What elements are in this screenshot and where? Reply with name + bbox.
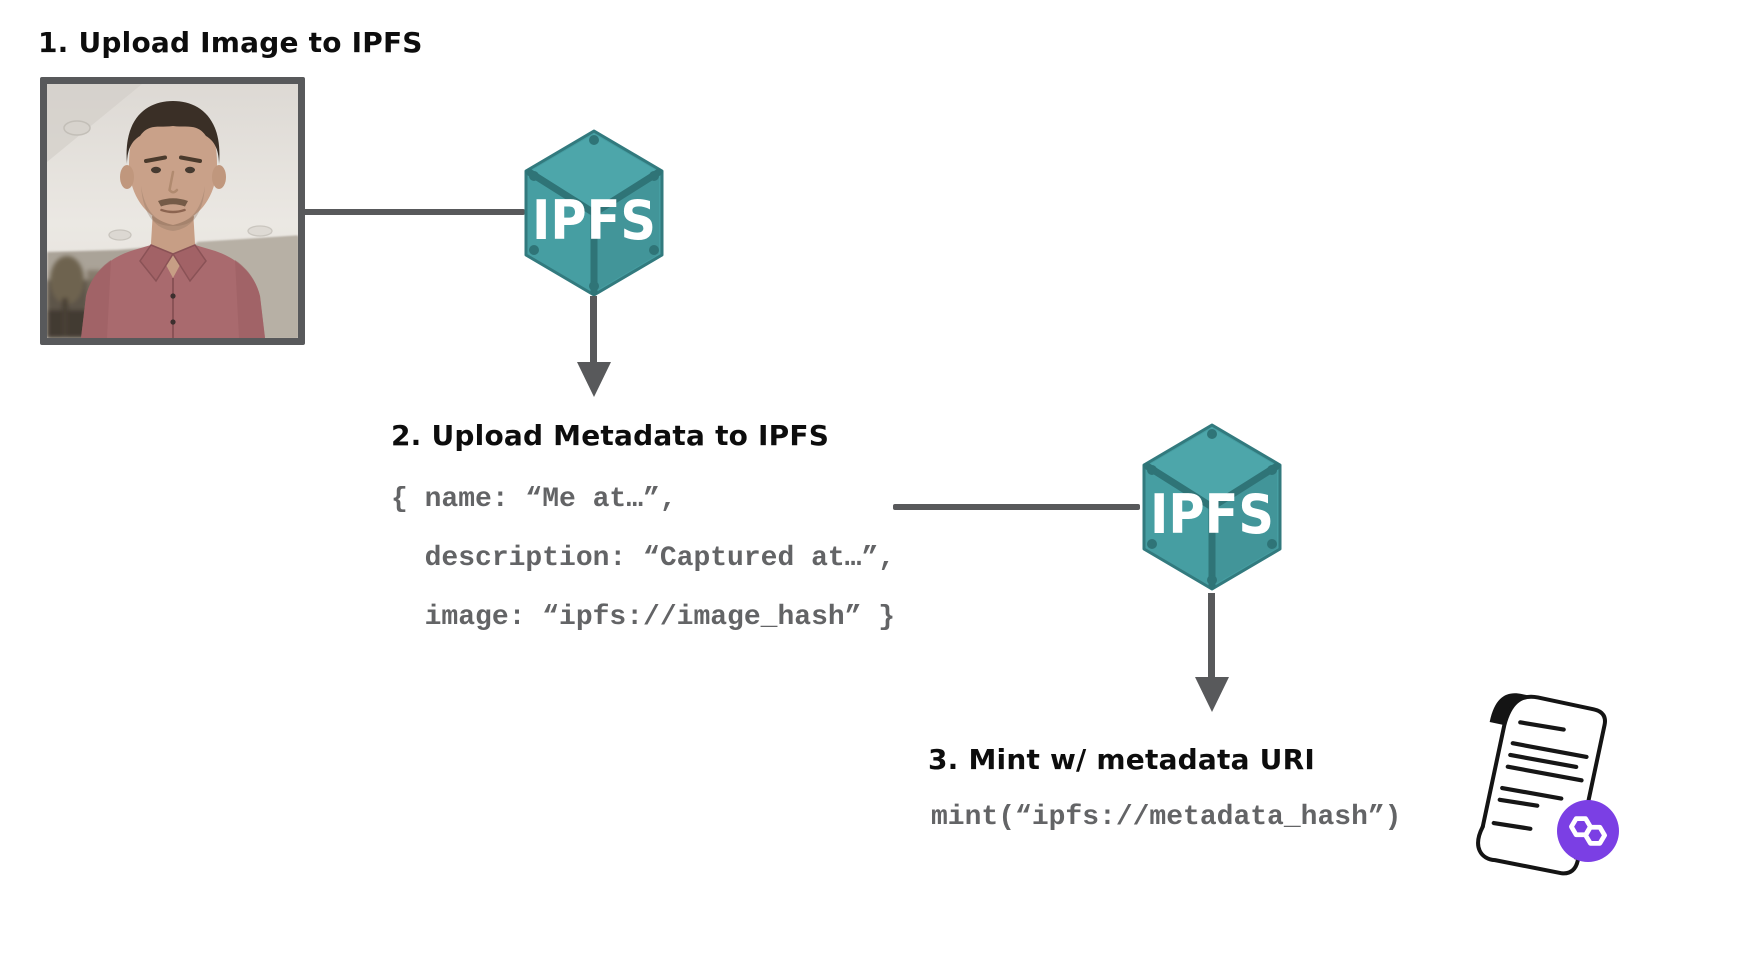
connector-image-to-ipfs [303,209,525,215]
metadata-code-line-1: { name: “Me at…”, [391,484,677,515]
flow-arrow-down-2-shaft [1208,593,1215,678]
step3-title: 3. Mint w/ metadata URI [928,743,1315,776]
ipfs-label-1: IPFS [532,189,656,252]
ipfs-cube-logo-1: IPFS [524,129,664,297]
mint-code-line: mint(“ipfs://metadata_hash”) [931,802,1402,833]
step1-title: 1. Upload Image to IPFS [38,26,423,59]
ipfs-cube-logo-2: IPFS [1142,423,1282,591]
smart-contract-scroll-icon [1476,693,1619,876]
flow-arrow-down-1-head [577,362,611,397]
polygon-logo [1557,800,1619,862]
step2-title: 2. Upload Metadata to IPFS [391,419,830,452]
metadata-code-line-2: description: “Captured at…”, [391,543,896,574]
webcam-portrait-photo [47,84,298,338]
person-portrait [81,101,265,338]
ipfs-label-2: IPFS [1150,483,1274,546]
uploaded-image-photo [40,77,305,345]
metadata-code-line-3: image: “ipfs://image_hash” } [391,602,896,633]
scroll-text-lines [1491,720,1589,831]
flow-arrow-down-1-shaft [590,296,597,363]
flow-arrow-down-2-head [1195,677,1229,712]
connector-metadata-to-ipfs [893,504,1140,510]
